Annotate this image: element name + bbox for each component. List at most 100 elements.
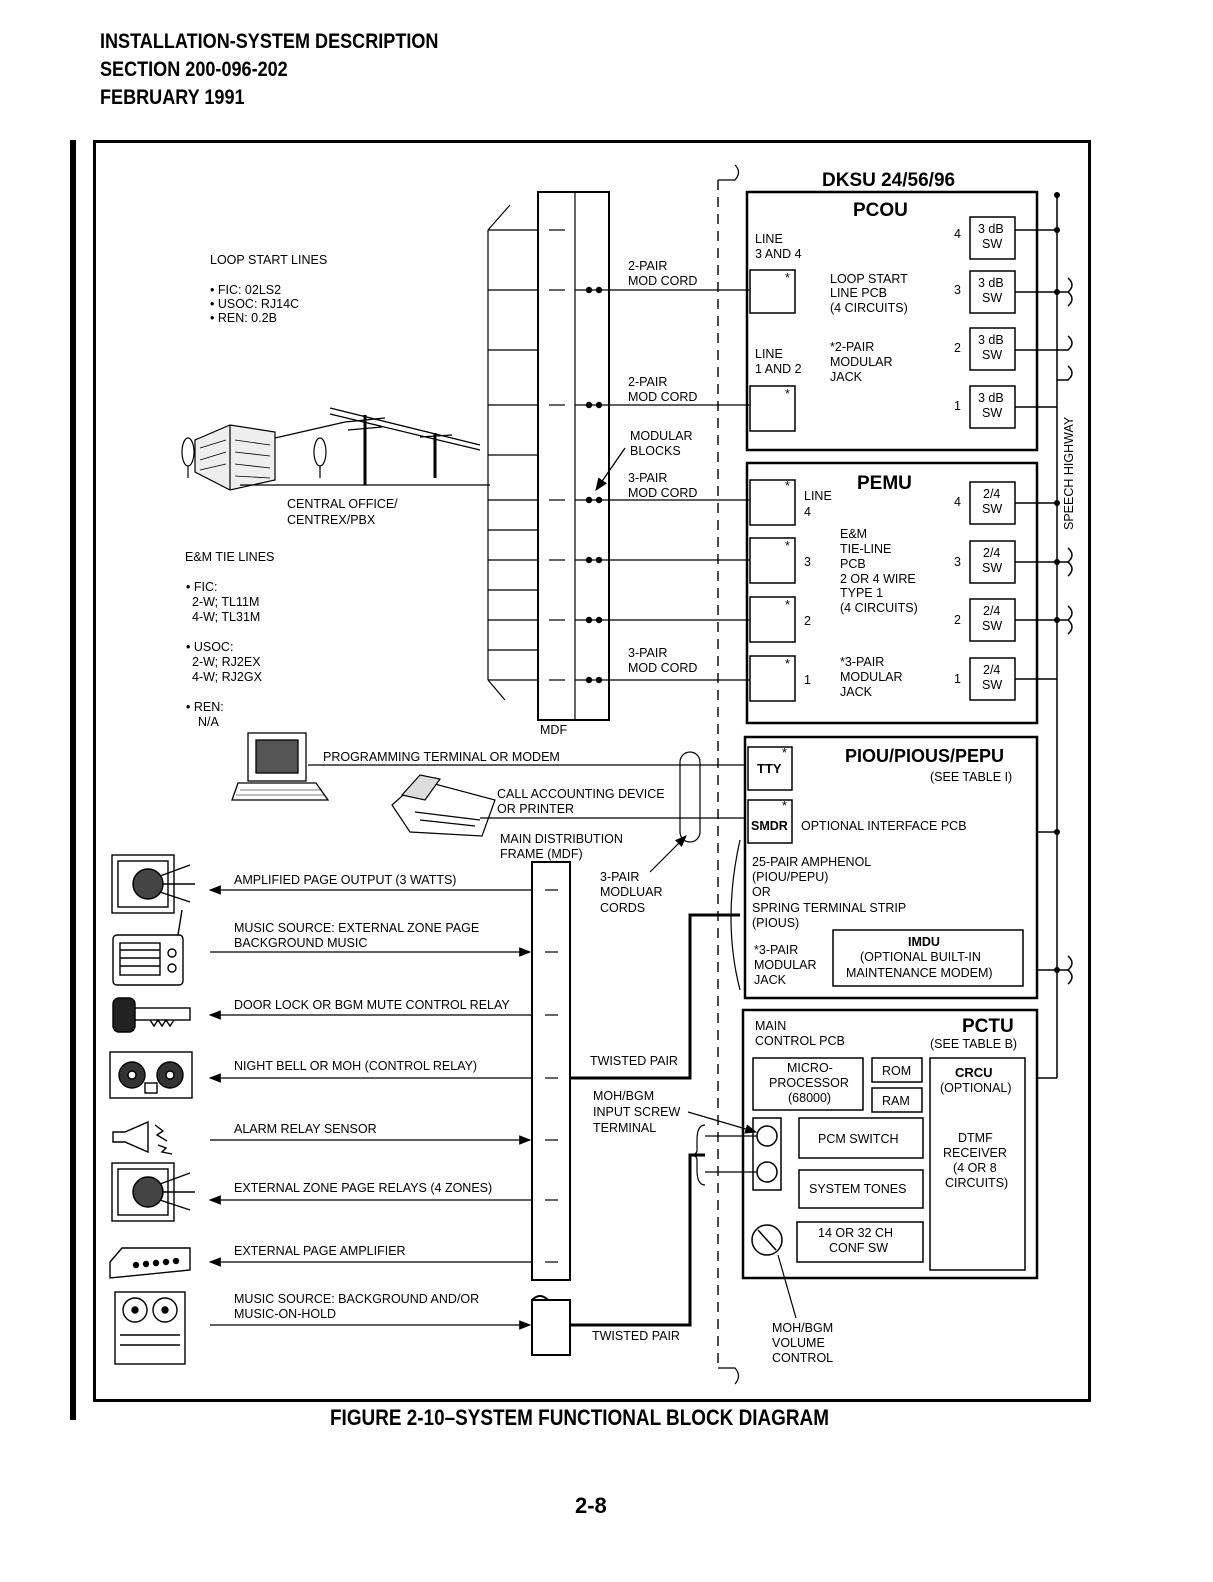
pcou-pcb-b: LINE PCB — [830, 286, 887, 300]
loop-detail-2: • USOC: RJ14C — [210, 297, 299, 311]
pcou-pcb-c: (4 CIRCUITS) — [830, 301, 908, 315]
svg-text:2: 2 — [954, 341, 961, 355]
modular-cords-a: 3-PAIR — [600, 870, 639, 884]
crcu-box — [929, 1057, 1026, 1271]
pcou-title: PCOU — [853, 200, 908, 221]
header-date: FEBRUARY 1991 — [100, 86, 245, 109]
svg-text:*: * — [785, 539, 790, 553]
dtmf-c: (4 OR 8 — [953, 1161, 997, 1175]
pcm-switch-label: PCM SWITCH — [818, 1132, 899, 1146]
boundary-break-top — [718, 164, 740, 181]
system-tones-label: SYSTEM TONES — [809, 1182, 906, 1196]
item-music-source-a: MUSIC SOURCE: EXTERNAL ZONE PAGE — [234, 921, 479, 935]
svg-text:TIE-LINE: TIE-LINE — [840, 542, 891, 556]
pcou-line34-a: LINE — [755, 232, 783, 246]
volume-pointer — [777, 1254, 797, 1319]
svg-text:MODULAR: MODULAR — [840, 670, 903, 684]
svg-text:1: 1 — [954, 672, 961, 686]
cord-3pair-a1: 3-PAIR — [628, 471, 667, 485]
svg-text:OR: OR — [752, 885, 771, 899]
twisted-pair-label-2: TWISTED PAIR — [592, 1329, 680, 1343]
svg-text:1: 1 — [954, 399, 961, 413]
tape-deck-icon — [109, 1051, 193, 1099]
crcu-title: CRCU — [955, 1065, 993, 1080]
svg-text:2: 2 — [954, 613, 961, 627]
mdf-label: MDF — [540, 723, 567, 737]
item-page-amplifier: EXTERNAL PAGE AMPLIFIER — [234, 1244, 406, 1258]
header-section: SECTION 200-096-202 — [100, 58, 288, 81]
mdf-feed-lines — [487, 204, 750, 701]
svg-text:SW: SW — [982, 561, 1002, 575]
piou-brace — [730, 839, 741, 991]
svg-text:4-W; TL31M: 4-W; TL31M — [192, 610, 260, 624]
svg-text:SPRING TERMINAL STRIP: SPRING TERMINAL STRIP — [752, 901, 906, 915]
pctu-title: PCTU — [962, 1016, 1014, 1037]
item-door-lock: DOOR LOCK OR BGM MUTE CONTROL RELAY — [234, 998, 510, 1012]
loop-detail-1: • FIC: 02LS2 — [210, 283, 281, 297]
pcou-line12-a: LINE — [755, 347, 783, 361]
svg-text:25-PAIR AMPHENOL: 25-PAIR AMPHENOL — [752, 855, 871, 869]
piou-jack-label: *3-PAIR MODULAR JACK — [754, 943, 817, 987]
pctu-see-table: (SEE TABLE B) — [930, 1037, 1017, 1051]
cord-bundle — [679, 751, 701, 843]
conf-b: CONF SW — [829, 1241, 888, 1255]
loop-detail-3: • REN: 0.2B — [210, 311, 277, 325]
modular-blocks-pointer — [595, 447, 626, 492]
tty-label: TTY — [757, 761, 782, 776]
dksu-title: DKSU 24/56/96 — [822, 170, 955, 191]
volume-knob — [751, 1224, 783, 1256]
micro-b: PROCESSOR — [769, 1076, 849, 1090]
svg-text:(PIOU/PEPU): (PIOU/PEPU) — [752, 870, 828, 884]
pemu-jack-label: *3-PAIR MODULAR JACK — [840, 655, 903, 699]
volume-c: CONTROL — [772, 1351, 833, 1365]
volume-b: VOLUME — [772, 1336, 825, 1350]
item-night-bell: NIGHT BELL OR MOH (CONTROL RELAY) — [234, 1059, 477, 1073]
item-amplified-page: AMPLIFIED PAGE OUTPUT (3 WATTS) — [234, 873, 456, 887]
mdf-lower-dashes — [545, 889, 558, 1263]
imdu-line2: (OPTIONAL BUILT-IN — [860, 950, 981, 964]
svg-text:TYPE 1: TYPE 1 — [840, 586, 883, 600]
svg-text:4: 4 — [954, 495, 961, 509]
cord-2pair-a1: 2-PAIR — [628, 259, 667, 273]
central-office-a: CENTRAL OFFICE/ — [287, 497, 398, 511]
prog-terminal-label: PROGRAMMING TERMINAL OR MODEM — [323, 750, 560, 764]
optional-interface-label: OPTIONAL INTERFACE PCB — [801, 819, 967, 833]
imdu-line3: MAINTENANCE MODEM) — [846, 966, 993, 980]
mdf-connector-dots — [585, 286, 603, 684]
mdf-upper-block — [537, 191, 610, 721]
svg-text:3 dB: 3 dB — [978, 391, 1004, 405]
dtmf-b: RECEIVER — [943, 1146, 1007, 1160]
pemu-line3: 3 — [804, 555, 811, 569]
ram-label: RAM — [882, 1094, 910, 1108]
pemu-line4-a: LINE — [804, 489, 832, 503]
pemu-pcb-label: E&M TIE-LINE PCB 2 OR 4 WIRE TYPE 1 (4 C… — [840, 527, 918, 615]
tty-port — [747, 746, 793, 791]
screw-terminal-b: INPUT SCREW — [593, 1105, 680, 1119]
tty-asterisk: * — [782, 746, 787, 760]
svg-text:3: 3 — [954, 283, 961, 297]
figure-caption: FIGURE 2-10–SYSTEM FUNCTIONAL BLOCK DIAG… — [330, 1405, 829, 1430]
radio-icon — [112, 909, 184, 986]
pcou-line34-b: 3 AND 4 — [755, 247, 802, 261]
printer-icon — [391, 774, 496, 837]
cord-2pair-b1: MOD CORD — [628, 274, 697, 288]
screw-terminal-c: TERMINAL — [593, 1121, 656, 1135]
loop-start-title: LOOP START LINES — [210, 253, 327, 267]
modular-cords-b: MODLUAR — [600, 885, 663, 899]
svg-text:SW: SW — [982, 678, 1002, 692]
crcu-optional: (OPTIONAL) — [940, 1081, 1012, 1095]
modular-cords-pointer — [649, 835, 687, 873]
cord-2pair-a2: 2-PAIR — [628, 375, 667, 389]
pemu-title: PEMU — [857, 473, 912, 494]
mdf-lower-block — [531, 861, 571, 1281]
dtmf-d: CIRCUITS) — [945, 1176, 1008, 1190]
piou-box — [743, 735, 1039, 1000]
svg-text:*: * — [785, 598, 790, 612]
conf-a: 14 OR 32 CH — [818, 1226, 893, 1240]
piou-see-table: (SEE TABLE I) — [930, 770, 1012, 784]
central-office-building-icon — [181, 424, 327, 491]
twisted-pair-lines — [570, 913, 740, 1327]
pemu-line2: 2 — [804, 614, 811, 628]
svg-text:2/4: 2/4 — [983, 487, 1000, 501]
system-tones-box — [798, 1169, 924, 1209]
